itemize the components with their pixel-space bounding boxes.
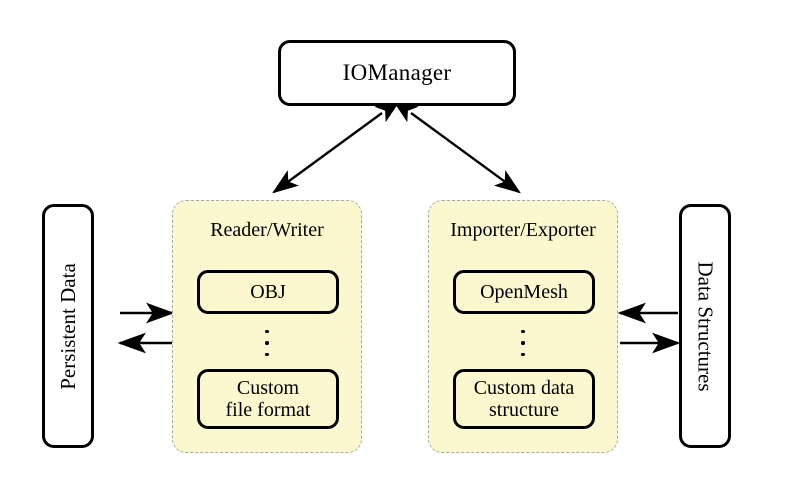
node-persistent-data-label: Persistent Data [55, 262, 80, 390]
sub-node-obj-label: OBJ [250, 280, 286, 303]
sub-node-custom-data-structure[interactable]: Custom data structure [453, 369, 595, 429]
group-importer-exporter-title: Importer/Exporter [450, 219, 596, 241]
ellipsis-dot [521, 341, 525, 345]
sub-node-custom-data-structure-label-line2: structure [489, 399, 559, 421]
sub-node-custom-data-structure-label-line1: Custom data [473, 376, 575, 399]
ellipsis-importer-exporter [429, 323, 617, 363]
node-data-structures-label: Data Structures [693, 260, 718, 392]
sub-node-openmesh[interactable]: OpenMesh [453, 270, 595, 314]
sub-node-custom-file-format-label-line2: file format [225, 399, 311, 421]
ellipsis-reader-writer [173, 323, 361, 363]
sub-node-openmesh-label: OpenMesh [480, 280, 568, 303]
node-iomanager-label: IOManager [342, 60, 452, 85]
group-importer-exporter[interactable]: Importer/Exporter OpenMesh Custom data s… [428, 200, 618, 453]
sub-node-custom-file-format[interactable]: Custom file format [197, 369, 339, 429]
node-data-structures[interactable]: Data Structures [679, 204, 731, 448]
node-persistent-data[interactable]: Persistent Data [42, 204, 94, 448]
ellipsis-dot [265, 352, 269, 357]
group-reader-writer[interactable]: Reader/Writer OBJ Custom file format [172, 200, 362, 453]
sub-node-obj[interactable]: OBJ [197, 270, 339, 314]
arrow-iomanager-reader-writer [272, 98, 402, 194]
ellipsis-dot [265, 329, 269, 334]
group-reader-writer-title: Reader/Writer [210, 219, 324, 241]
sub-node-custom-file-format-label-line1: Custom [236, 376, 300, 399]
arrow-iomanager-importer-exporter [391, 98, 521, 194]
ellipsis-dot [521, 352, 525, 357]
ellipsis-dot [265, 341, 269, 345]
ellipsis-dot [521, 329, 525, 334]
node-iomanager[interactable]: IOManager [278, 40, 516, 106]
